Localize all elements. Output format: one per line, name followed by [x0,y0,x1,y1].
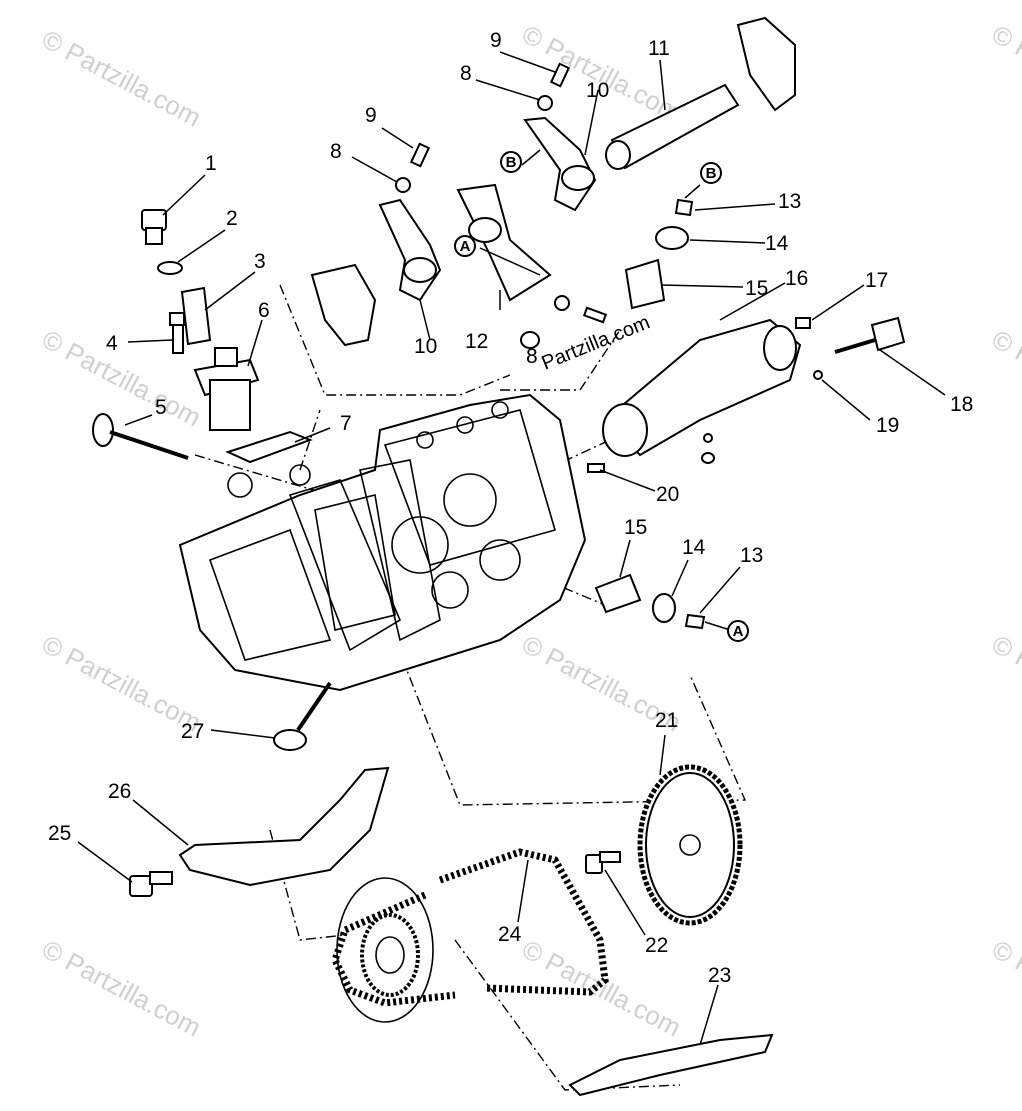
part-drawings [92,16,906,1097]
watermark: © Partzilla.com [37,24,206,133]
part-25-bolt [129,871,173,897]
part-10-rocker-arm [523,116,597,212]
part-24-timing-chain [331,848,609,1007]
callout-4: 4 [106,332,118,355]
part-15-spring [624,258,666,310]
watermark: © Partzilla.com [987,324,1022,433]
callout-11: 11 [648,37,670,60]
callout-24: 24 [498,923,522,946]
watermark: © Partzilla.com [37,934,206,1043]
cylinder-head [178,393,587,692]
watermark: © Partzilla.com [987,629,1022,738]
marker-b-label: B [706,165,717,182]
part-15-spring [594,573,642,614]
callout-27: 27 [181,720,204,743]
marker-a-label: A [733,623,744,640]
part-2-washer [157,261,183,275]
callout-16: 16 [785,267,808,290]
part-4-bolt [169,312,185,354]
reference-markers: A A B B [454,151,749,642]
callout-8: 8 [330,140,342,163]
callout-9: 9 [365,104,377,127]
callout-17: 17 [865,269,888,292]
part-8-nut [395,177,411,193]
callout-18: 18 [950,393,973,416]
plug [703,433,713,443]
callout-1: 1 [205,152,217,175]
part-14-retainer [652,593,676,623]
marker-b-label: B [506,154,517,171]
callout-20: 20 [656,483,679,506]
callout-2: 2 [226,207,238,230]
callout-5: 5 [155,396,167,419]
marker-a: A [454,235,476,257]
part-19-clip [813,370,823,380]
callout-3: 3 [254,250,266,273]
callout-13: 13 [778,190,801,213]
cam-cover-left [310,263,377,347]
part-16-camshaft [602,318,802,457]
callout-labels: 1 2 3 4 5 6 7 8 8 8 9 9 10 10 11 12 13 1… [48,29,973,987]
callout-23: 23 [708,964,731,987]
marker-a-label: A [460,238,471,255]
callout-15: 15 [624,516,647,539]
part-23-chain-guide [568,1033,774,1097]
part-5-valve [92,413,189,460]
part-10-rocker-arm [378,198,442,302]
callout-26: 26 [108,780,131,803]
marker-b: B [500,151,522,173]
callout-8: 8 [460,62,472,85]
callout-25: 25 [48,822,71,845]
callout-6: 6 [258,299,270,322]
watermark: © Partzilla.com [987,19,1022,128]
callout-7: 7 [340,412,352,435]
callout-19: 19 [876,414,899,437]
callout-13: 13 [740,544,763,567]
part-18-shaft [834,316,906,354]
callout-14: 14 [765,232,789,255]
part-9-screw [409,142,431,168]
part-21-cam-sprocket [637,764,743,926]
marker-a: A [727,620,749,642]
part-26-chain-guide [178,766,390,887]
washer [520,331,540,349]
part-6-tensioner [193,347,260,431]
callout-9: 9 [490,29,502,52]
part-12-rocker-arm [456,183,552,302]
part-27-valve [273,681,332,751]
marker-b: B [700,162,722,184]
part-13-keeper [684,613,706,630]
pin [582,306,608,324]
part-1-plug [141,209,167,245]
plug [701,452,715,464]
callout-8: 8 [526,345,538,368]
part-11-rocker-shaft [605,83,740,170]
part-22-bolt [585,851,621,874]
cam-cover-right [736,16,796,112]
callout-10: 10 [586,79,609,102]
leader-lines [77,51,946,1046]
callout-14: 14 [682,536,706,559]
part-17-pin [795,317,811,329]
callout-15: 15 [745,277,768,300]
part-14-retainer [655,226,689,250]
watermark: © Partzilla.com [987,934,1022,1043]
part-3-spring [180,286,212,346]
part-9-screw [549,62,571,88]
callout-10: 10 [414,335,437,358]
part-20-pin [587,463,605,473]
part-8-nut [537,95,553,111]
part-8-nut [554,295,570,311]
callout-12: 12 [465,330,488,353]
part-13-keeper [674,198,694,217]
part-7-gasket [225,430,313,464]
callout-21: 21 [655,709,678,732]
callout-22: 22 [645,934,668,957]
